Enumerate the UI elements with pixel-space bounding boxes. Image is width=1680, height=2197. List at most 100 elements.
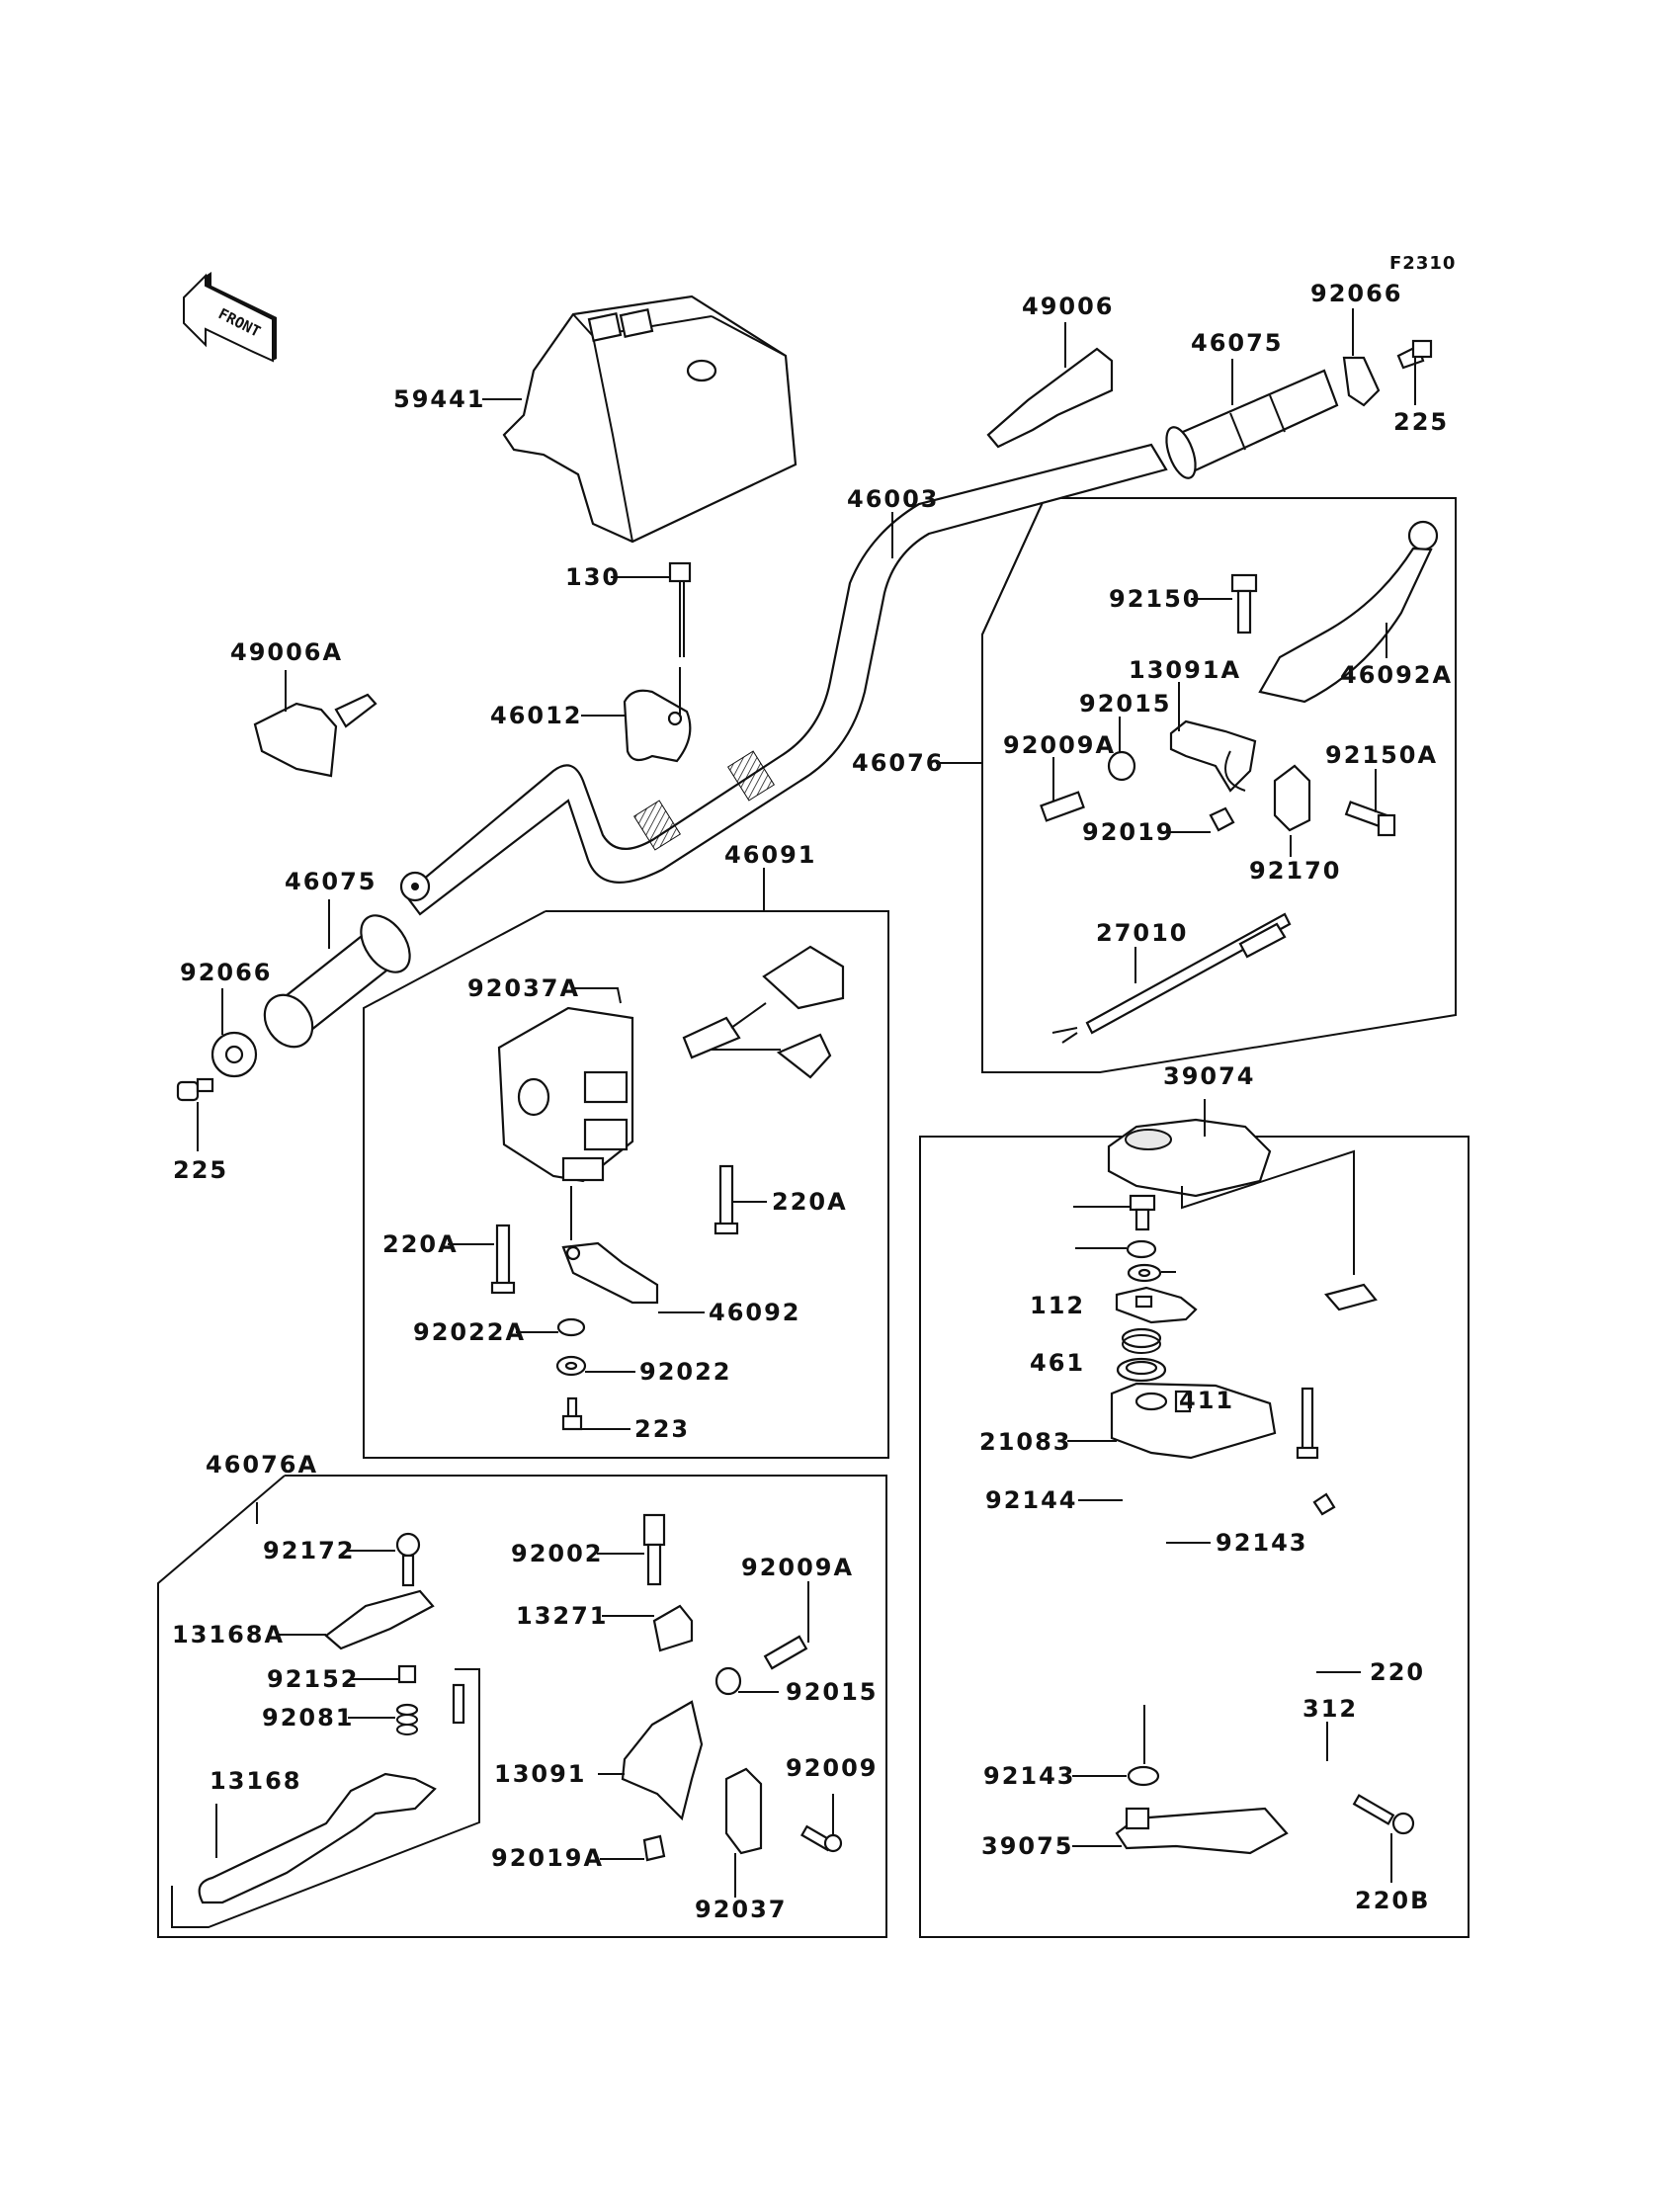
part-92081-spring (395, 1703, 419, 1735)
part-92009A-bolt-b (763, 1635, 808, 1670)
part-label-46003: 46003 (847, 485, 940, 513)
part-label-92019: 92019 (1082, 818, 1175, 846)
part-220A-screws (490, 1164, 739, 1295)
part-label-92009A-a: 92009A (1003, 731, 1117, 759)
part-label-46091: 46091 (724, 841, 817, 869)
part-label-21083: 21083 (979, 1428, 1072, 1456)
part-46075-left-grip (263, 914, 411, 1049)
part-label-13168A: 13168A (172, 1621, 286, 1648)
part-312-nut (1312, 1492, 1336, 1516)
part-label-220A-left: 220A (382, 1230, 459, 1258)
part-label-225-left: 225 (173, 1156, 229, 1184)
part-92143-collar-lower (1127, 1765, 1160, 1787)
part-label-92002: 92002 (511, 1540, 604, 1567)
part-46075-right-grip (1165, 369, 1339, 479)
part-92009-screw (800, 1824, 843, 1853)
part-label-92015-b: 92015 (786, 1678, 879, 1706)
part-461-washer (1126, 1239, 1157, 1259)
part-225-left-screw (176, 1077, 214, 1102)
part-13091-holder (621, 1700, 704, 1821)
part-39075-lever (1115, 1807, 1289, 1855)
part-label-46092A: 46092A (1340, 661, 1454, 689)
group-box-46076 (981, 497, 1457, 1073)
part-label-46076A: 46076A (206, 1451, 319, 1479)
part-13091A-holder (1169, 719, 1257, 793)
part-220B-screw (1352, 1794, 1415, 1835)
part-13168-lever (198, 1772, 437, 1904)
part-label-92037: 92037 (695, 1896, 788, 1923)
front-direction-arrow-icon: FRONT (183, 272, 277, 363)
group-box-46076A (157, 1475, 887, 1938)
part-label-220A-right: 220A (772, 1188, 848, 1216)
part-label-411: 411 (1179, 1387, 1235, 1414)
part-label-13091A: 13091A (1129, 656, 1242, 684)
part-46091-switch-housing (497, 945, 845, 1183)
part-label-92009: 92009 (786, 1754, 879, 1782)
group-box-13168-lever (171, 1668, 480, 1928)
part-46012-clamp (623, 689, 692, 763)
part-label-92009A-b: 92009A (741, 1554, 855, 1581)
part-label-92022A: 92022A (413, 1318, 527, 1346)
part-label-59441: 59441 (393, 385, 486, 413)
part-39074-cover (1107, 1118, 1378, 1311)
part-92037-clamp (724, 1767, 763, 1855)
part-92015-adjuster (1107, 750, 1136, 782)
part-label-220: 220 (1370, 1658, 1426, 1686)
part-49006 (986, 347, 1114, 449)
part-label-13168: 13168 (210, 1767, 302, 1795)
part-92150A-bolt (1344, 801, 1396, 837)
part-21083-plate (1115, 1286, 1198, 1324)
part-label-49006A: 49006A (230, 638, 344, 666)
part-label-39075: 39075 (981, 1832, 1074, 1860)
part-92022-washer (555, 1355, 587, 1377)
part-label-92037A: 92037A (467, 974, 581, 1002)
part-label-13091: 13091 (494, 1760, 587, 1788)
part-label-92081: 92081 (262, 1704, 355, 1732)
part-92002-bolt (642, 1513, 666, 1586)
part-label-92170: 92170 (1249, 857, 1342, 885)
part-92143-collar-upper (1116, 1357, 1167, 1383)
part-label-92066-left: 92066 (180, 959, 273, 986)
part-92172-pivot-bolt (395, 1532, 421, 1587)
part-39075-case (1110, 1382, 1277, 1460)
part-label-92144: 92144 (985, 1486, 1078, 1514)
part-59441-cover (502, 295, 798, 544)
part-13168A-switch-arm (324, 1589, 435, 1650)
part-92015-adjuster-b (714, 1666, 742, 1696)
part-label-46075-left: 46075 (285, 868, 378, 895)
part-label-92066-right: 92066 (1310, 280, 1403, 307)
part-92022A-washer (556, 1317, 586, 1337)
part-92152-nut (397, 1664, 417, 1684)
part-92144-spring (1121, 1327, 1162, 1354)
part-label-46076: 46076 (852, 749, 945, 777)
part-label-92172: 92172 (263, 1537, 356, 1564)
part-92150-bolt (1230, 573, 1258, 634)
part-46092-lever (561, 1241, 659, 1305)
part-223-screw (561, 1396, 583, 1431)
part-pin (452, 1683, 465, 1725)
part-label-92143-upper: 92143 (1216, 1529, 1308, 1557)
part-92009A-bolt (1040, 791, 1085, 822)
part-label-92150: 92150 (1109, 585, 1202, 613)
part-220-screw (1296, 1387, 1319, 1460)
part-label-220B: 220B (1355, 1887, 1431, 1914)
part-225-right-screw (1396, 339, 1433, 370)
leader-lines (197, 308, 1416, 1898)
part-92066-right-end-cap (1342, 356, 1381, 407)
part-label-46012: 46012 (490, 702, 583, 729)
part-label-46092: 46092 (709, 1299, 801, 1326)
part-label-49006: 49006 (1022, 293, 1115, 320)
part-label-39074: 39074 (1163, 1062, 1256, 1090)
group-box-46091 (363, 910, 889, 1459)
part-27010-cable (1051, 912, 1292, 1044)
handlebar-46003 (399, 443, 1168, 916)
part-92170-clamp (1273, 764, 1311, 832)
part-label-92015-a: 92015 (1079, 690, 1172, 718)
part-label-112: 112 (1030, 1292, 1086, 1319)
part-label-225-right: 225 (1393, 408, 1450, 436)
part-13271-plate (652, 1604, 694, 1652)
part-46092A-lever (1258, 520, 1439, 704)
part-label-312: 312 (1302, 1695, 1359, 1723)
part-label-27010: 27010 (1096, 919, 1189, 947)
part-label-92143-lower: 92143 (983, 1762, 1076, 1790)
